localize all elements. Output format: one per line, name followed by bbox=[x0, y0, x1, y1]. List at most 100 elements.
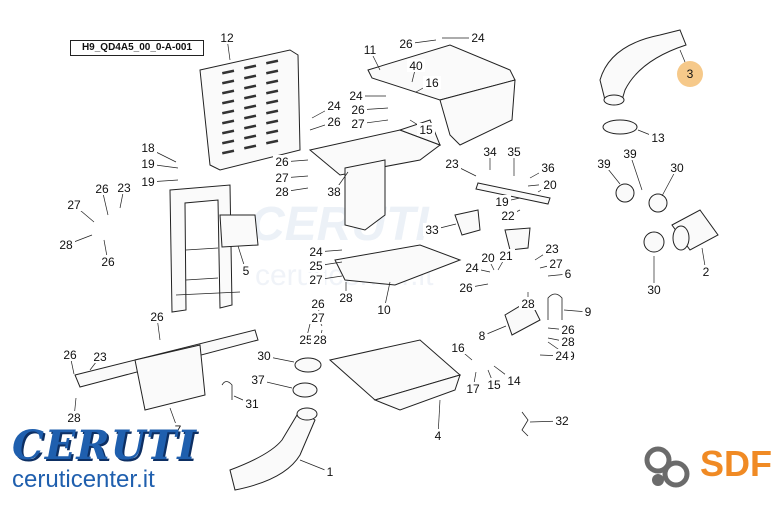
callout-number-26: 26 bbox=[275, 155, 289, 169]
callout-bg bbox=[375, 303, 393, 316]
callout-bg bbox=[65, 198, 83, 211]
part-9-u-bolt bbox=[547, 293, 563, 320]
callout-bg bbox=[91, 350, 109, 363]
callout-number-30: 30 bbox=[257, 349, 271, 363]
callout-highlight bbox=[677, 61, 703, 87]
ceruti-website: ceruticenter.it bbox=[12, 466, 155, 493]
callout-number-31: 31 bbox=[245, 397, 259, 411]
callout-number-30: 30 bbox=[647, 283, 661, 297]
callout-number-39: 39 bbox=[597, 157, 611, 171]
callout-number-26: 26 bbox=[101, 255, 115, 269]
callout-bg bbox=[539, 161, 557, 174]
callout-bg bbox=[432, 429, 444, 442]
callout-bg bbox=[443, 157, 461, 170]
part-1-bent-hose bbox=[229, 407, 318, 491]
callout-bg bbox=[645, 283, 663, 296]
callout-bg bbox=[61, 348, 79, 361]
callout-bg bbox=[93, 182, 111, 195]
callout-bg bbox=[311, 333, 329, 346]
callout-number-33: 33 bbox=[425, 223, 439, 237]
callout-number-6: 6 bbox=[565, 267, 572, 281]
callout-number-36: 36 bbox=[541, 161, 555, 175]
callout-bg bbox=[349, 103, 367, 116]
callout-number-3: 3 bbox=[687, 67, 694, 81]
callout-number-16: 16 bbox=[425, 76, 439, 90]
svg-text:CERUTI: CERUTI bbox=[250, 198, 430, 251]
callout-bg bbox=[479, 251, 497, 264]
sdf-emblem-icon bbox=[644, 446, 690, 488]
callout-bg bbox=[423, 76, 441, 89]
callout-bg bbox=[493, 195, 511, 208]
part-35-linkage bbox=[475, 182, 551, 205]
callout-bg bbox=[559, 323, 577, 336]
callout-bg bbox=[249, 373, 267, 386]
part-3-pipe-elbow bbox=[599, 29, 687, 106]
callout-bg bbox=[240, 264, 252, 277]
callout-bg bbox=[582, 305, 594, 318]
sdf-wordmark: SDF bbox=[700, 443, 772, 484]
callout-bg bbox=[541, 178, 559, 191]
callout-bg bbox=[700, 265, 712, 278]
callout-number-19: 19 bbox=[141, 157, 155, 171]
ceruti-wordmark: CERUTI bbox=[12, 422, 197, 469]
callout-bg bbox=[543, 242, 561, 255]
callout-number-35: 35 bbox=[507, 145, 521, 159]
callout-number-7: 7 bbox=[175, 423, 182, 437]
callout-number-24: 24 bbox=[327, 99, 341, 113]
ceruti-logo: CERUTI ceruticenter.it bbox=[12, 426, 232, 494]
callout-bg bbox=[57, 238, 75, 251]
diagram-code-label: H9_QD4A5_00_0-A-001 bbox=[70, 40, 204, 56]
callout-bg bbox=[307, 273, 325, 286]
callout-number-28: 28 bbox=[313, 333, 327, 347]
part-2-hose-sleeve bbox=[671, 209, 719, 251]
callout-number-28: 28 bbox=[275, 185, 289, 199]
callout-number-19: 19 bbox=[141, 175, 155, 189]
callout-number-16: 16 bbox=[451, 341, 465, 355]
callout-bg bbox=[99, 255, 117, 268]
callout-number-24: 24 bbox=[471, 31, 485, 45]
callout-bg bbox=[469, 31, 487, 44]
callout-bg bbox=[243, 397, 261, 410]
callout-bg bbox=[273, 171, 291, 184]
callout-number-26: 26 bbox=[311, 297, 325, 311]
callout-number-5: 5 bbox=[243, 264, 250, 278]
callout-number-28: 28 bbox=[561, 335, 575, 349]
callout-bg bbox=[505, 145, 523, 158]
callout-number-15: 15 bbox=[487, 378, 501, 392]
callout-number-14: 14 bbox=[507, 374, 521, 388]
callout-bg bbox=[499, 209, 517, 222]
callout-number-28: 28 bbox=[521, 297, 535, 311]
callout-bg bbox=[218, 31, 236, 44]
callout-number-24: 24 bbox=[555, 349, 569, 363]
callout-bg bbox=[255, 349, 273, 362]
callout-bg bbox=[273, 155, 291, 168]
callout-number-26: 26 bbox=[95, 182, 109, 196]
part-33-bracket bbox=[454, 209, 481, 236]
callout-number-24: 24 bbox=[349, 89, 363, 103]
callout-bg bbox=[115, 181, 133, 194]
callout-bg bbox=[553, 349, 571, 362]
callout-number-39: 39 bbox=[623, 147, 637, 161]
callout-bg bbox=[347, 89, 365, 102]
callout-number-37: 37 bbox=[251, 373, 265, 387]
callout-bg bbox=[481, 145, 499, 158]
callout-number-18: 18 bbox=[141, 141, 155, 155]
callout-bg bbox=[457, 281, 475, 294]
callout-bg bbox=[562, 267, 574, 280]
callout-number-23: 23 bbox=[545, 242, 559, 256]
callout-number-21: 21 bbox=[499, 249, 513, 263]
part-37-hose-clamp bbox=[292, 382, 318, 398]
callout-bg bbox=[297, 333, 315, 346]
callout-number-19: 19 bbox=[495, 195, 509, 209]
callout-bg bbox=[417, 123, 435, 136]
callout-number-25: 25 bbox=[309, 259, 323, 273]
callout-bg bbox=[519, 297, 537, 310]
callout-bg bbox=[325, 115, 343, 128]
callout-number-1: 1 bbox=[327, 465, 334, 479]
callout-bg bbox=[559, 335, 577, 348]
callout-number-11: 11 bbox=[364, 43, 377, 57]
callout-number-4: 4 bbox=[435, 429, 442, 443]
callout-bg bbox=[553, 414, 571, 427]
callout-number-27: 27 bbox=[549, 257, 563, 271]
